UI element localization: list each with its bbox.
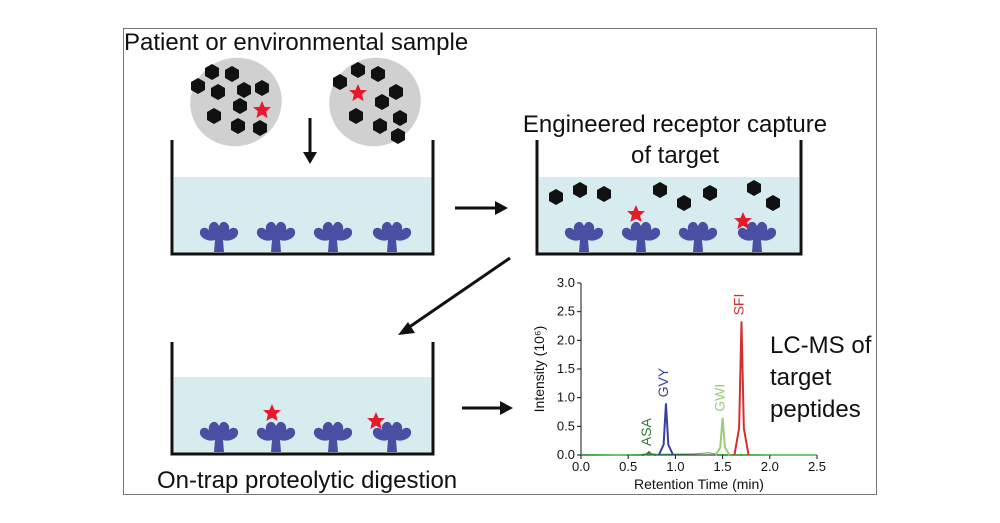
lcms-label-line1: LC-MS of [770, 332, 872, 359]
x-tick-label: 0.5 [619, 459, 637, 474]
arrow-diagonal [398, 256, 511, 335]
y-tick-label: 2.0 [557, 332, 575, 347]
y-tick-label: 0.0 [557, 447, 575, 462]
capture-label-line1: Engineered receptor capture [522, 111, 828, 138]
sample-ellipse-right [329, 57, 421, 147]
x-tick-label: 0.0 [572, 459, 590, 474]
capture-label-line2: of target [630, 142, 720, 169]
trap-tank-3 [170, 342, 435, 456]
x-tick-label: 1.0 [666, 459, 684, 474]
peak-asa [641, 450, 657, 456]
lcms-chromatogram: 0.0 0.5 1.0 1.5 2.0 2.5 0.0 0.5 1.0 1.5 2.0 2.5 3.0R… [531, 275, 826, 492]
arrow-down [303, 118, 317, 164]
lcms-label: LC-MS of target peptides [770, 330, 890, 426]
peak-sfi [733, 321, 750, 456]
peak-label-gwi: GWI [712, 384, 728, 412]
x-tick-label: 2.5 [808, 459, 826, 474]
lcms-label-line3: peptides [770, 396, 861, 423]
trap-tank-2 [535, 140, 803, 256]
trap-tank-1 [170, 140, 435, 256]
capture-label: Engineered receptor capture of target [505, 109, 845, 171]
x-axis-label: Retention Time (min) [634, 476, 764, 492]
peak-label-sfi: SFI [730, 294, 746, 316]
lcms-label-line2: target [770, 364, 832, 391]
y-tick-label: 1.5 [557, 361, 575, 376]
y-tick-label: 0.5 [557, 418, 575, 433]
figure-frame [123, 28, 877, 495]
peak-label-gvy: GVY [655, 367, 671, 397]
y-tick-label: 2.5 [557, 304, 575, 319]
x-tick-label: 2.0 [761, 459, 779, 474]
arrow-right-top [455, 201, 508, 215]
peak-gvy [657, 403, 674, 456]
peak-label-asa: ASA [638, 417, 654, 446]
arrow-right-bottom [462, 401, 513, 415]
y-axis-label: Intensity (10⁶) [531, 326, 547, 413]
peak-gwi [714, 417, 731, 456]
y-tick-label: 3.0 [557, 275, 575, 290]
x-tick-label: 1.5 [714, 459, 732, 474]
sample-label: Patient or environmental sample [124, 29, 469, 56]
baseline-trace [580, 452, 817, 456]
digestion-label: On-trap proteolytic digestion [157, 467, 458, 494]
sample-ellipse-left [190, 57, 282, 147]
y-tick-label: 1.0 [557, 390, 575, 405]
